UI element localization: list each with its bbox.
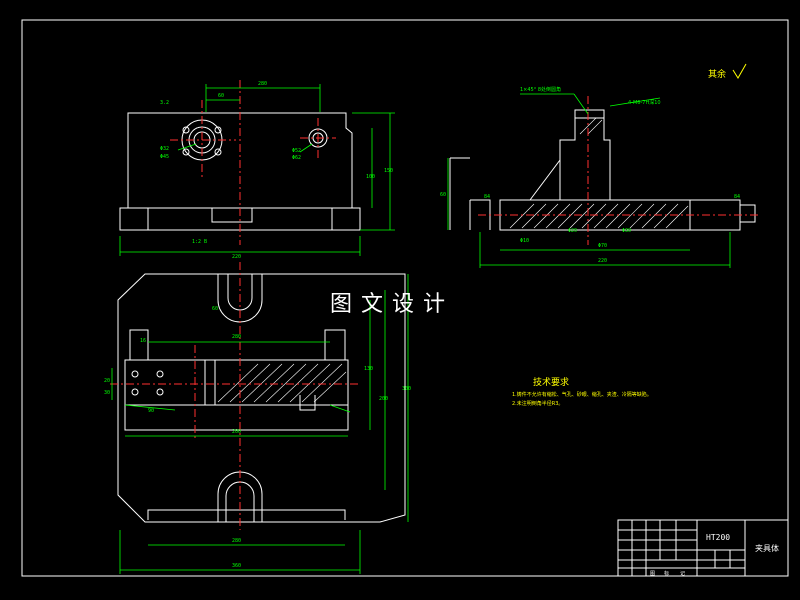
plan-view-hatch	[217, 363, 347, 403]
plan-view-dimensions	[111, 274, 409, 574]
side-view-centerlines	[478, 96, 760, 245]
title-block	[617, 519, 789, 577]
watermark-text: 图文设计	[330, 292, 455, 317]
front-view-dimensions	[119, 84, 395, 256]
side-view-dimensions	[447, 93, 731, 268]
side-view	[449, 109, 756, 231]
side-view-hatch	[509, 117, 689, 229]
plan-view-centerlines	[110, 262, 360, 530]
front-view-centerlines	[170, 80, 336, 245]
plan-view	[117, 273, 406, 523]
front-view	[119, 112, 361, 231]
drawing-border	[21, 19, 789, 577]
